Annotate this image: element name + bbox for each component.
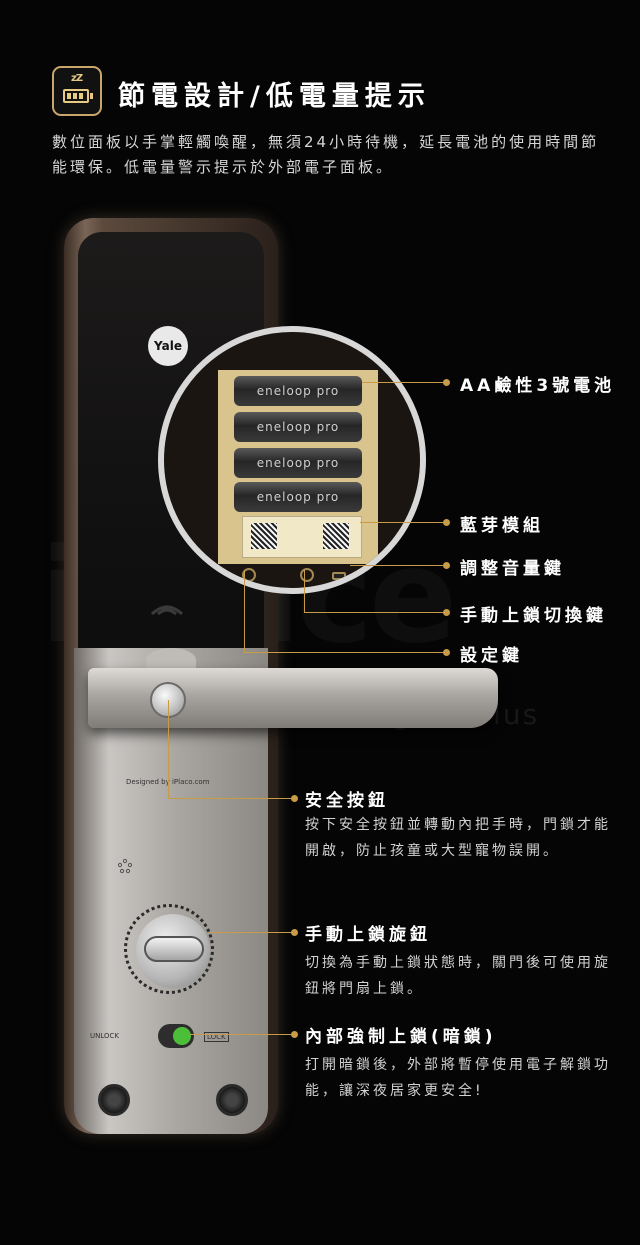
yale-logo: Yale — [148, 326, 188, 366]
qr-code — [251, 523, 277, 549]
thumb-turn-dial — [124, 904, 214, 994]
unlock-label: UNLOCK — [90, 1032, 119, 1040]
speaker-icon — [150, 605, 184, 616]
designed-by-text: Designed by iPlaco.com — [126, 778, 210, 786]
callout-line — [168, 700, 169, 798]
feature-title-deadlock: 內部強制上鎖(暗鎖) — [305, 1027, 497, 1047]
feature-desc-safety-button: 按下安全按鈕並轉動內把手時，門鎖才能開啟，防止孩童或大型寵物誤開。 — [305, 817, 611, 859]
callout-line — [350, 565, 446, 566]
callout-line — [304, 612, 446, 613]
callout-dot — [291, 929, 298, 936]
thumb-turn-grip[interactable] — [144, 936, 204, 962]
callout-dot — [443, 519, 450, 526]
callout-battery: AA鹼性3號電池 — [460, 376, 616, 396]
battery-icon — [63, 89, 93, 103]
callout-bluetooth: 藍芽模組 — [460, 516, 544, 536]
volume-key[interactable] — [332, 572, 346, 580]
battery: eneloop pro — [234, 448, 362, 478]
page-title: 節電設計/低電量提示 — [118, 81, 431, 112]
callout-manual-switch: 手動上鎖切換鍵 — [460, 606, 607, 626]
callout-dot — [443, 609, 450, 616]
low-battery-sleep-icon: zZ — [52, 66, 102, 116]
battery: eneloop pro — [234, 412, 362, 442]
deadlock-toggle[interactable] — [158, 1024, 194, 1048]
callout-dot — [443, 379, 450, 386]
feature-desc-manual-knob: 切換為手動上鎖狀態時，關門後可使用旋鈕將門扇上鎖。 — [305, 955, 611, 997]
settings-key[interactable] — [242, 568, 256, 582]
callout-volume: 調整音量鍵 — [460, 559, 565, 579]
battery: eneloop pro — [234, 482, 362, 512]
battery-compartment-zoom: eneloop pro eneloop pro eneloop pro enel… — [158, 326, 426, 594]
lock-label: LOCK — [204, 1032, 229, 1042]
toggle-knob — [173, 1027, 191, 1045]
lock-lower-body — [74, 648, 268, 1134]
bluetooth-module — [242, 516, 362, 558]
microphone-holes-icon — [117, 858, 133, 874]
feature-title-safety-button: 安全按鈕 — [305, 791, 389, 811]
intro-text: 數位面板以手掌輕觸喚醒，無須24小時待機，延長電池的使用時間節能環保。低電量警示… — [52, 133, 600, 176]
screw-icon — [98, 1084, 130, 1116]
callout-line — [210, 932, 294, 933]
feature-title-manual-knob: 手動上鎖旋鈕 — [305, 925, 431, 945]
sleep-zz-icon: zZ — [71, 73, 83, 84]
callout-line — [362, 382, 446, 383]
manual-lock-switch-key[interactable] — [300, 568, 314, 582]
callout-line — [244, 570, 245, 652]
callout-line — [244, 652, 446, 653]
screw-icon — [216, 1084, 248, 1116]
callout-line — [190, 1034, 294, 1035]
callout-line — [304, 570, 305, 612]
callout-settings: 設定鍵 — [460, 646, 523, 666]
callout-dot — [443, 649, 450, 656]
callout-dot — [443, 562, 450, 569]
callout-line — [360, 522, 446, 523]
battery: eneloop pro — [234, 376, 362, 406]
callout-line — [168, 798, 294, 799]
qr-code — [323, 523, 349, 549]
feature-desc-deadlock: 打開暗鎖後，外部將暫停使用電子解鎖功能，讓深夜居家更安全! — [305, 1057, 611, 1099]
callout-dot — [291, 795, 298, 802]
callout-dot — [291, 1031, 298, 1038]
